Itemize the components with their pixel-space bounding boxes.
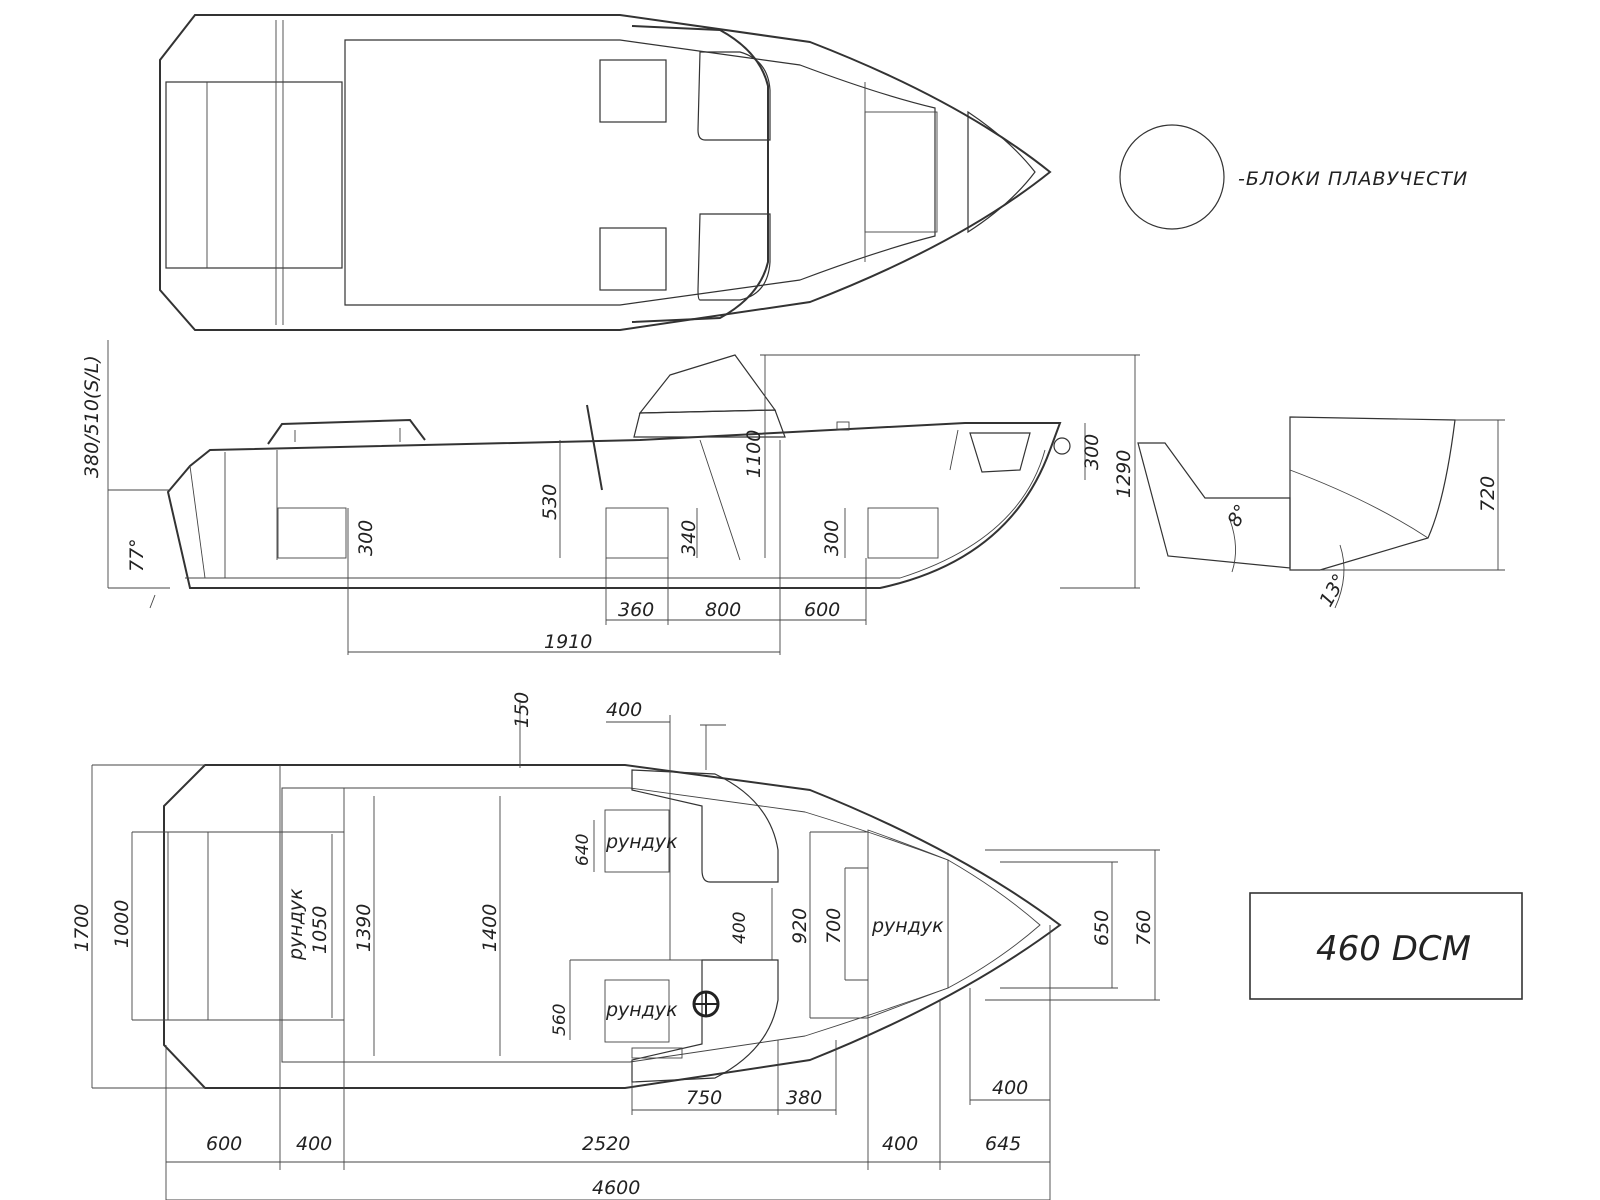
dim-750: 750 bbox=[686, 1087, 722, 1109]
side-view-bow-locker bbox=[969, 432, 1031, 473]
dim-2520: 2520 bbox=[582, 1133, 630, 1155]
side-view-windshield-glass bbox=[633, 409, 786, 438]
model-frame bbox=[1249, 892, 1523, 1000]
dim-bow-height: 300 bbox=[1081, 434, 1103, 470]
side-view-windshield bbox=[638, 354, 777, 414]
dim-560: 560 bbox=[550, 1004, 570, 1036]
dim-w600: 600 bbox=[804, 599, 840, 621]
section-height: 720 bbox=[1477, 476, 1499, 512]
dim-400-mid: 400 bbox=[730, 912, 750, 944]
dim-1050: 1050 bbox=[309, 906, 331, 954]
locker-label-right: рундук bbox=[605, 999, 678, 1021]
dim-w360: 360 bbox=[618, 599, 654, 621]
model-box: 460 DCM bbox=[1249, 892, 1523, 1000]
top-view-console-right bbox=[697, 213, 771, 301]
dim-1000: 1000 bbox=[111, 900, 133, 948]
legend-text: -БЛОКИ ПЛАВУЧЕСТИ bbox=[1238, 168, 1468, 190]
dim-transom-height: 380/510(S/L) bbox=[81, 355, 103, 478]
section-angle-top: 8° bbox=[1223, 501, 1253, 531]
dim-400-bow: 400 bbox=[992, 1077, 1028, 1099]
dim-seat2-height: 340 bbox=[678, 520, 700, 556]
locker-label-left: рундук bbox=[605, 831, 678, 853]
dim-650: 650 bbox=[1091, 910, 1113, 946]
side-view-hull bbox=[166, 422, 1062, 589]
top-view-hull-outline bbox=[159, 14, 1052, 331]
plan-view-locker-left bbox=[604, 809, 670, 873]
dim-400-top: 400 bbox=[606, 699, 642, 721]
side-view: 380/510(S/L) 77° 300 530 340 1100 300 30… bbox=[81, 340, 1140, 655]
dim-760: 760 bbox=[1133, 910, 1155, 946]
plan-view-stern-platform bbox=[167, 831, 281, 1021]
legend: -БЛОКИ ПЛАВУЧЕСТИ bbox=[1119, 124, 1468, 230]
dim-w1910: 1910 bbox=[544, 631, 592, 653]
legend-hatch-circle bbox=[1119, 124, 1225, 230]
dim-windshield-height: 1100 bbox=[743, 430, 765, 478]
dim-side-height: 530 bbox=[539, 484, 561, 520]
top-view-console-left bbox=[697, 51, 771, 141]
dim-w800: 800 bbox=[705, 599, 741, 621]
plan-view-console-right bbox=[631, 959, 779, 1083]
section-view: 8° 13° 720 bbox=[1137, 416, 1505, 611]
dim-150: 150 bbox=[511, 692, 533, 728]
top-view-seat-left bbox=[599, 59, 667, 123]
dim-640: 640 bbox=[573, 834, 593, 866]
top-view-bow-area bbox=[967, 110, 1036, 234]
dim-transom-angle: 77° bbox=[126, 538, 148, 572]
model-name: 460 DCM bbox=[1316, 929, 1471, 969]
dim-overall-height: 1290 bbox=[1113, 450, 1135, 498]
dim-400-a: 400 bbox=[296, 1133, 332, 1155]
top-view-stern-platform bbox=[165, 81, 343, 269]
dim-645: 645 bbox=[985, 1133, 1021, 1155]
side-view-seat-stern bbox=[277, 507, 347, 559]
top-view bbox=[159, 14, 1052, 331]
top-view-seat-right bbox=[599, 227, 667, 291]
top-view-cockpit bbox=[344, 39, 936, 306]
dim-seat1-height: 300 bbox=[355, 520, 377, 556]
dim-920: 920 bbox=[789, 908, 811, 944]
dim-600: 600 bbox=[206, 1133, 242, 1155]
side-view-seat-pilot bbox=[605, 507, 669, 559]
plan-view-stern-locker bbox=[281, 787, 345, 1063]
dim-4600: 4600 bbox=[592, 1177, 640, 1199]
section-view-right bbox=[1289, 416, 1456, 571]
dim-seat3-height: 300 bbox=[821, 520, 843, 556]
dim-1700: 1700 bbox=[71, 904, 93, 952]
section-view-left bbox=[1137, 442, 1291, 569]
locker-label-stern: рундук bbox=[285, 888, 307, 961]
dim-1400: 1400 bbox=[479, 904, 501, 952]
plan-view-locker-right bbox=[604, 979, 670, 1043]
side-view-seat-bow bbox=[867, 507, 939, 559]
locker-label-bow: рундук bbox=[871, 915, 944, 937]
dim-380: 380 bbox=[786, 1087, 822, 1109]
section-angle-bottom: 13° bbox=[1315, 570, 1351, 610]
plan-view: рундук рундук рундук рундук 150 400 1700… bbox=[71, 692, 1160, 1200]
dim-700: 700 bbox=[823, 908, 845, 944]
dim-1390: 1390 bbox=[353, 904, 375, 952]
dim-400-b: 400 bbox=[882, 1133, 918, 1155]
plan-view-console-left bbox=[631, 769, 779, 883]
